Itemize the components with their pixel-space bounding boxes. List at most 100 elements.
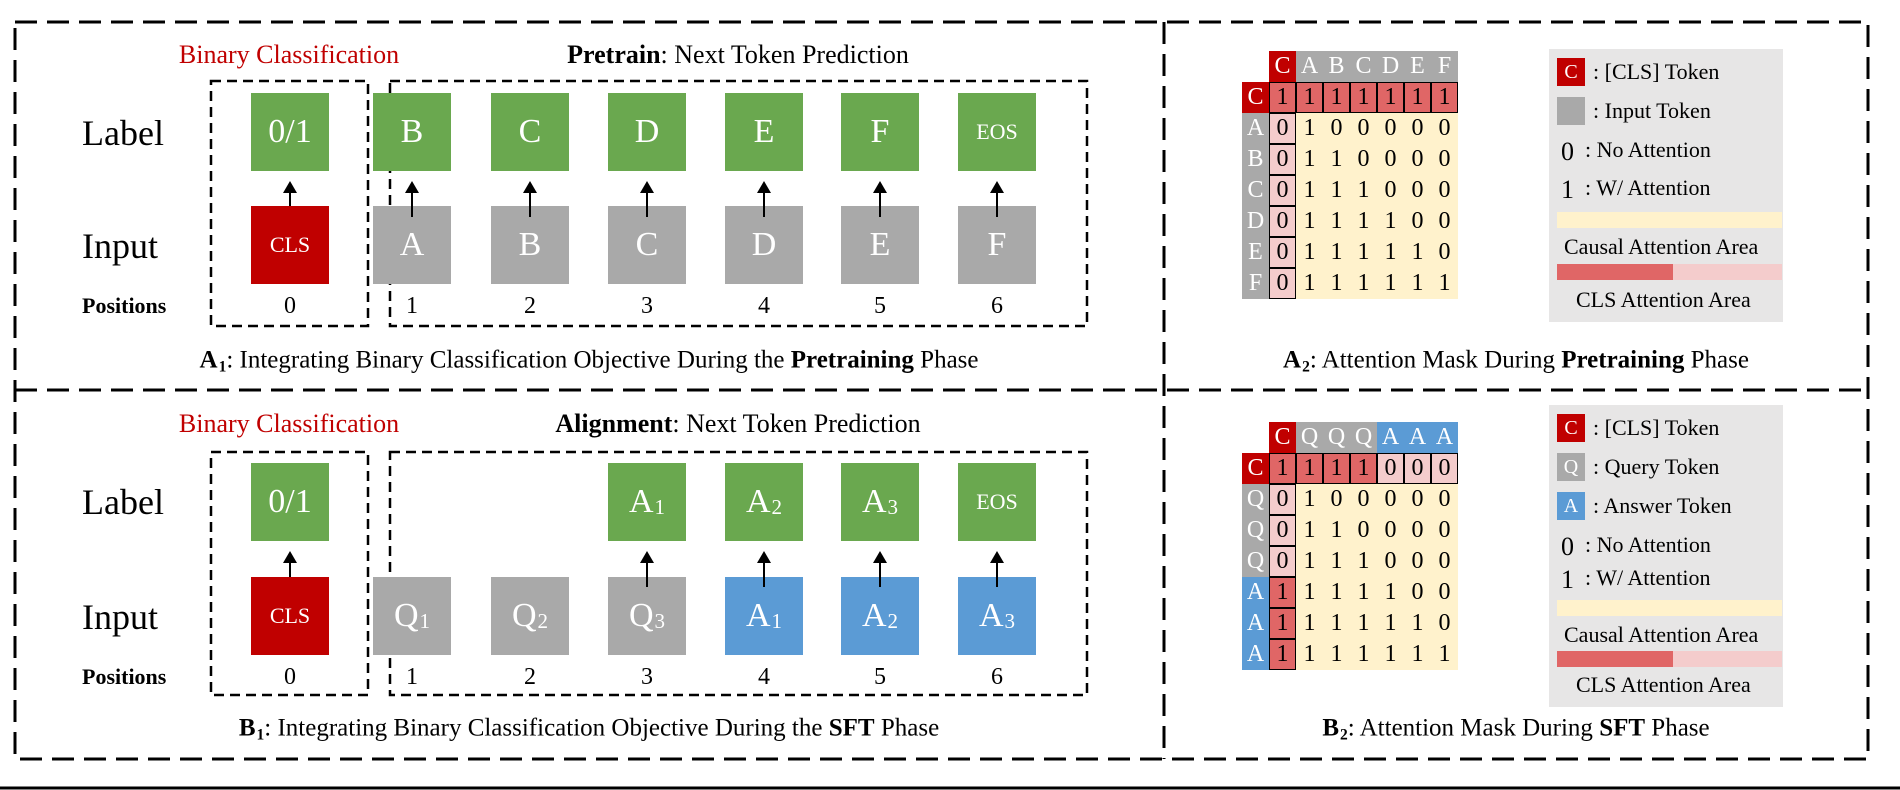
a2-cell-4-2: 1 [1323, 206, 1350, 237]
a1-label-token-6: EOS [958, 93, 1036, 171]
b2-cell-3-0: 0 [1269, 546, 1296, 577]
a2-legend-cls-bar-light [1673, 264, 1782, 280]
a2-cell-3-6: 0 [1431, 175, 1458, 206]
a1-position-5: 5 [874, 293, 886, 319]
a1-arrow-3 [640, 181, 654, 217]
a1-input-row-title: Input [82, 226, 158, 266]
b2-cell-2-3: 0 [1350, 515, 1377, 546]
b2-cell-3-1: 1 [1296, 546, 1323, 577]
b2-legend-query-label: : Query Token [1593, 454, 1720, 479]
b2-cell-5-4: 1 [1377, 608, 1404, 639]
a2-cell-5-0: 0 [1269, 237, 1296, 268]
b1-label-token-5-sub: 3 [887, 495, 899, 520]
b2-cell-0-0: 1 [1269, 453, 1296, 484]
b2-col-header-5: A [1404, 422, 1431, 453]
a1-objective-title-bold: Pretrain [567, 40, 661, 69]
a2-legend-cls-bar-dark [1557, 264, 1673, 280]
b2-row-header-6: A [1242, 639, 1269, 670]
a2-cell-1-4: 0 [1377, 113, 1404, 144]
b2-cell-3-2: 1 [1323, 546, 1350, 577]
a2-caption-end: Phase [1684, 346, 1749, 374]
a2-cell-0-0: 1 [1269, 82, 1296, 113]
b1-arrow-6 [990, 551, 1004, 587]
a2-cell-1-1: 1 [1296, 113, 1323, 144]
b1-binary-classification-title: Binary Classification [178, 409, 400, 438]
b1-caption-bold: SFT [828, 714, 875, 742]
a2-legend-cls-label: : [CLS] Token [1593, 59, 1720, 84]
b2-cell-3-4: 0 [1377, 546, 1404, 577]
a1-caption: A1: Integrating Binary Classification Ob… [200, 348, 979, 376]
b2-legend-cls-bar-dark [1557, 651, 1673, 667]
b2-cell-4-4: 1 [1377, 577, 1404, 608]
a2-cell-3-2: 1 [1323, 175, 1350, 206]
a2-cell-1-6: 0 [1431, 113, 1458, 144]
b2-legend: C : [CLS] Token Q : Query Token A : Answ… [1549, 405, 1783, 707]
b2-col-header-3: Q [1350, 422, 1377, 453]
a2-cell-2-0: 0 [1269, 144, 1296, 175]
a2-legend-zero: 0 [1561, 137, 1574, 166]
a2-row-header-3: C [1242, 175, 1269, 206]
b1-caption-sub: 1 [256, 726, 265, 744]
a2-cell-2-5: 0 [1404, 144, 1431, 175]
a1-cls-label-token: 0/1 [251, 93, 329, 171]
b1-input-token-3-sub: 3 [654, 609, 666, 634]
b1-label-token-3-main: A [628, 483, 654, 520]
b2-cell-5-1: 1 [1296, 608, 1323, 639]
a2-cell-5-4: 1 [1377, 237, 1404, 268]
b1-cls-arrow [283, 551, 297, 587]
a2-legend-cls-swatch: C [1557, 58, 1585, 86]
b2-cell-4-3: 1 [1350, 577, 1377, 608]
b2-legend-answer-label: : Answer Token [1593, 493, 1732, 518]
b2-cell-6-1: 1 [1296, 639, 1323, 670]
a2-cell-6-4: 1 [1377, 268, 1404, 299]
a2-caption-letter: A [1283, 346, 1302, 374]
a1-label-row-title: Label [82, 113, 164, 153]
a1-position-2: 2 [524, 293, 536, 319]
a1-input-token-6: F [958, 206, 1036, 284]
b2-cell-2-5: 0 [1404, 515, 1431, 546]
b2-legend-no-attention: : No Attention [1585, 532, 1711, 557]
b1-position-3: 3 [641, 664, 653, 690]
a2-cell-6-0: 0 [1269, 268, 1296, 299]
a1-arrow-5 [873, 181, 887, 217]
a1-label-token-4: E [725, 93, 803, 171]
a2-cell-2-3: 0 [1350, 144, 1377, 175]
b1-position-5: 5 [874, 664, 886, 690]
b2-caption-end: Phase [1645, 714, 1710, 742]
b2-cell-1-4: 0 [1377, 484, 1404, 515]
a2-cell-5-5: 1 [1404, 237, 1431, 268]
b2-cell-6-6: 1 [1431, 639, 1458, 670]
a2-caption-text: : Attention Mask During [1309, 346, 1562, 374]
a2-cell-4-4: 1 [1377, 206, 1404, 237]
b2-cell-0-2: 1 [1323, 453, 1350, 484]
b1-label-token-4-sub: 2 [771, 495, 783, 520]
a2-legend-causal-label: Causal Attention Area [1564, 234, 1759, 259]
a2-legend-input-swatch [1557, 97, 1585, 125]
b2-row-header-1: Q [1242, 484, 1269, 515]
a2-caption: A2: Attention Mask During Pretraining Ph… [1283, 346, 1749, 376]
b1-input-token-5-sub: 2 [887, 609, 899, 634]
b2-cell-1-0: 0 [1269, 484, 1296, 515]
a2-cell-3-3: 1 [1350, 175, 1377, 206]
a2-cell-2-6: 0 [1431, 144, 1458, 175]
a2-cell-6-3: 1 [1350, 268, 1377, 299]
a1-label-token-5: F [841, 93, 919, 171]
b1-position-0: 0 [284, 664, 296, 690]
b2-legend-causal-label: Causal Attention Area [1564, 622, 1759, 647]
b1-input-row-title: Input [82, 597, 158, 637]
b1-position-1: 1 [406, 664, 418, 690]
a2-legend-input-label: : Input Token [1593, 98, 1711, 123]
b2-row-header-3: Q [1242, 546, 1269, 577]
b2-cell-6-2: 1 [1323, 639, 1350, 670]
a2-row-header-1: A [1242, 113, 1269, 144]
a1-position-4: 4 [758, 293, 770, 319]
b1-arrow-4 [757, 551, 771, 587]
a2-row-header-0: C [1242, 82, 1269, 113]
b2-cell-5-5: 1 [1404, 608, 1431, 639]
a1-cls-input-token: CLS [251, 206, 329, 284]
